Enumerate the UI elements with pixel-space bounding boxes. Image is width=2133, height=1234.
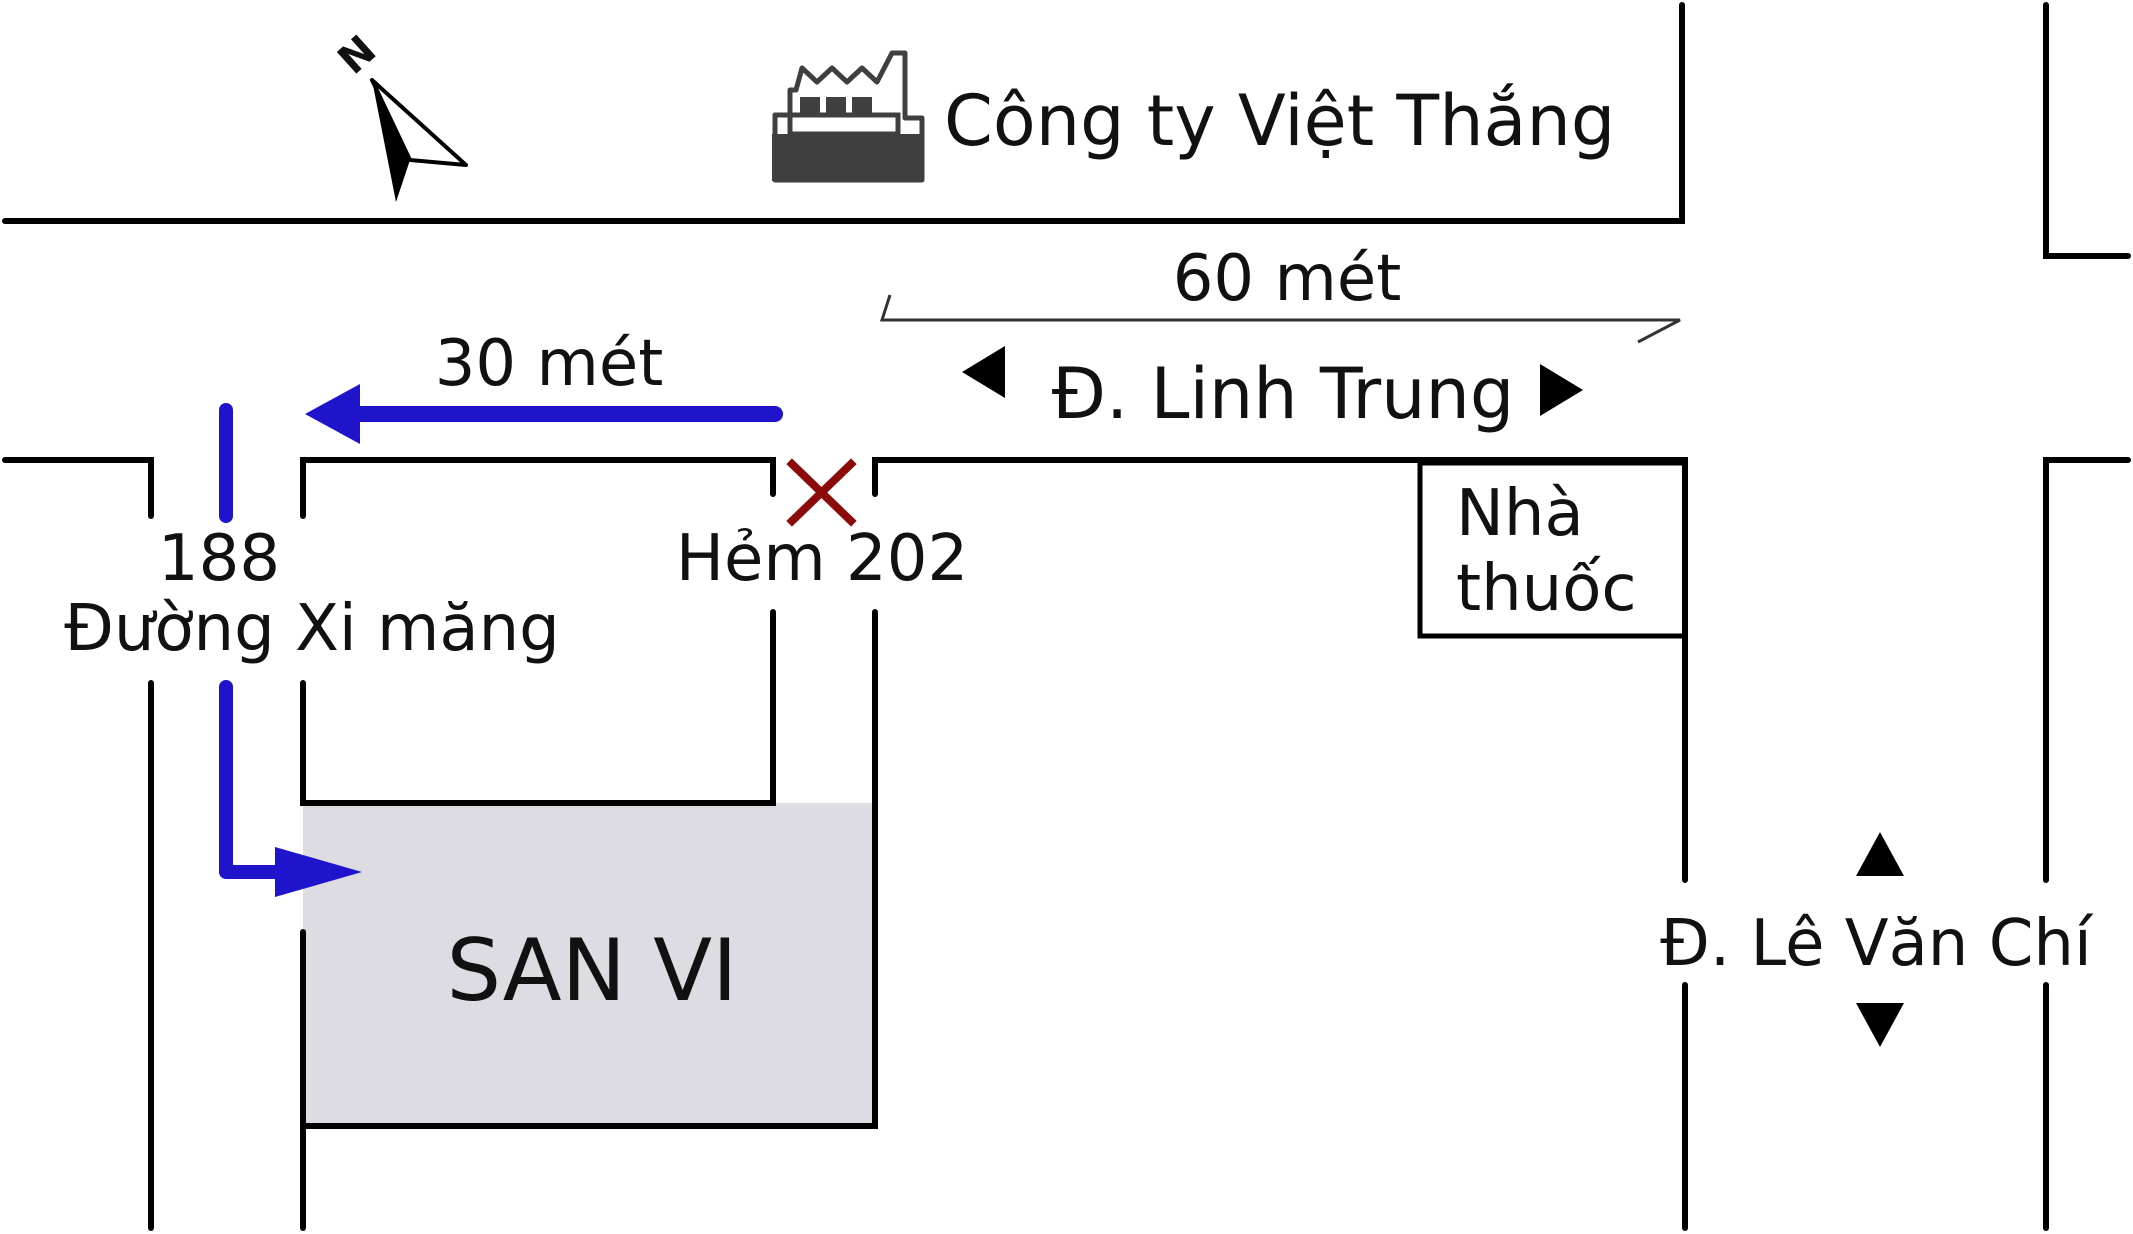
pharmacy-label-line1: Nhà <box>1456 477 1584 551</box>
route-arrow-south-east <box>219 403 362 897</box>
triangle-up-icon <box>1856 832 1904 876</box>
street-linh-trung-label: Đ. Linh Trung <box>1052 353 1515 435</box>
triangle-right-icon <box>1540 364 1583 416</box>
route-arrow-west <box>305 384 783 444</box>
company-label: Công ty Việt Thắng <box>944 80 1615 162</box>
distance-60-label: 60 mét <box>1173 242 1402 316</box>
pharmacy-box <box>1417 460 1682 639</box>
street-le-van-chi-label: Đ. Lê Văn Chí <box>1660 907 2094 981</box>
location-x-icon <box>786 458 857 527</box>
distance-30-label: 30 mét <box>435 327 664 401</box>
north-arrow-icon: N <box>329 27 468 202</box>
triangle-down-icon <box>1856 1003 1904 1047</box>
pharmacy-label-line2: thuốc <box>1456 552 1637 626</box>
alley-188-label: 188 <box>158 522 280 596</box>
north-label: N <box>329 27 385 84</box>
alley-202-label: Hẻm 202 <box>676 522 968 596</box>
distance-60-bracket <box>879 294 1681 344</box>
destination-label: SAN VI <box>447 921 738 1021</box>
street-xi-mang-label: Đường Xi măng <box>64 592 560 666</box>
factory-icon <box>772 50 925 183</box>
san-vi-block <box>303 803 875 1126</box>
triangle-left-icon <box>962 346 1005 398</box>
